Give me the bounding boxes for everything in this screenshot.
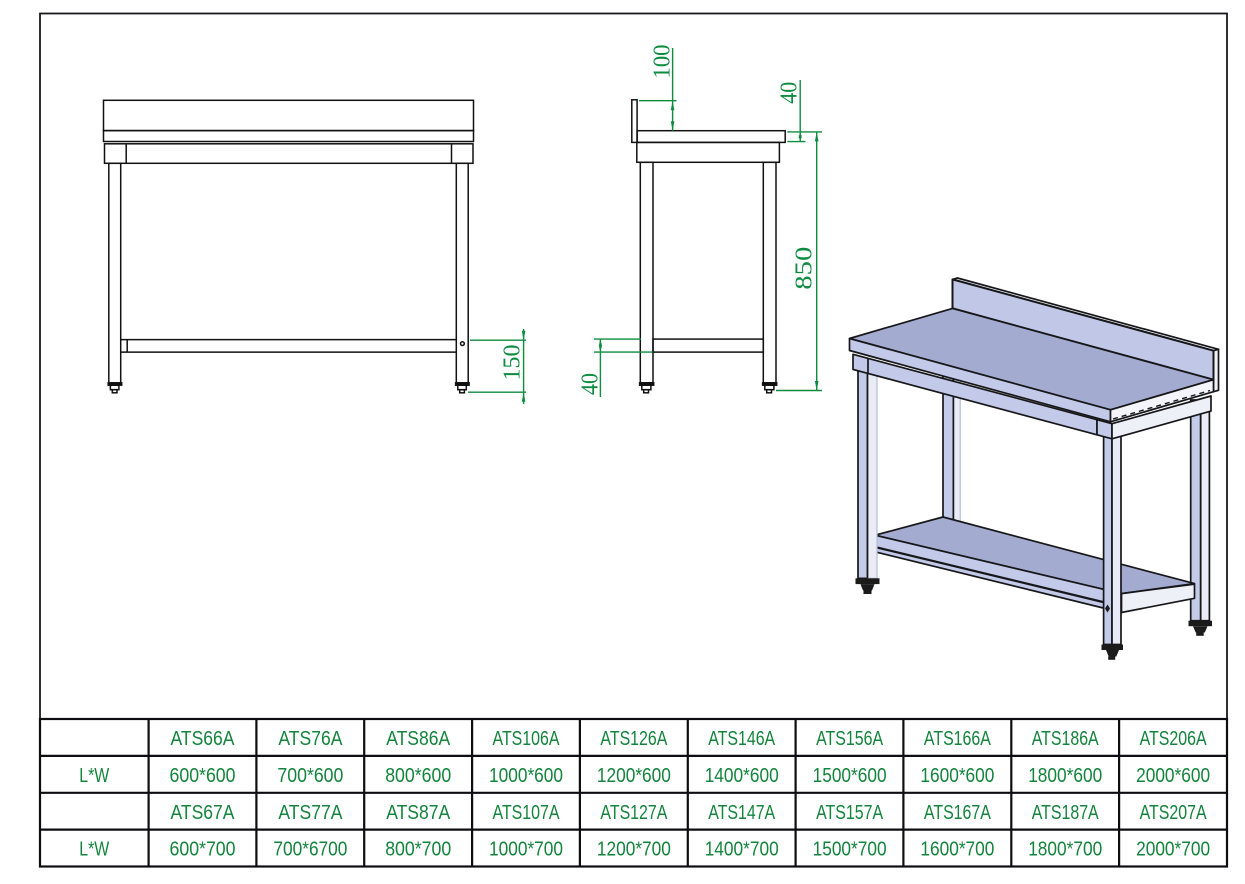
svg-text:ATS186A: ATS186A [1032,727,1099,750]
svg-text:700*600: 700*600 [277,764,343,787]
svg-text:ATS157A: ATS157A [816,801,883,824]
svg-text:150: 150 [500,345,526,381]
svg-text:1200*600: 1200*600 [597,764,671,787]
svg-text:ATS76A: ATS76A [278,727,342,750]
svg-text:800*700: 800*700 [385,838,451,861]
svg-text:ATS66A: ATS66A [171,727,235,750]
svg-text:ATS86A: ATS86A [386,727,450,750]
svg-text:1000*600: 1000*600 [489,764,563,787]
svg-text:ATS156A: ATS156A [816,727,883,750]
svg-text:1500*600: 1500*600 [813,764,887,787]
svg-text:L*W: L*W [79,838,109,861]
svg-text:ATS207A: ATS207A [1140,801,1207,824]
svg-text:100: 100 [649,45,675,79]
svg-text:ATS127A: ATS127A [600,801,667,824]
svg-text:700*6700: 700*6700 [273,838,347,861]
svg-text:ATS126A: ATS126A [600,727,667,750]
svg-text:ATS147A: ATS147A [708,801,775,824]
svg-text:2000*700: 2000*700 [1136,838,1210,861]
svg-text:ATS187A: ATS187A [1032,801,1099,824]
svg-text:1600*700: 1600*700 [920,838,994,861]
svg-text:ATS206A: ATS206A [1140,727,1207,750]
svg-text:40: 40 [578,373,604,395]
svg-text:1000*700: 1000*700 [489,838,563,861]
svg-text:ATS106A: ATS106A [493,727,560,750]
svg-text:1800*600: 1800*600 [1028,764,1102,787]
svg-text:ATS107A: ATS107A [493,801,560,824]
svg-text:1800*700: 1800*700 [1028,838,1102,861]
svg-text:1200*700: 1200*700 [597,838,671,861]
svg-text:2000*600: 2000*600 [1136,764,1210,787]
svg-text:1600*600: 1600*600 [920,764,994,787]
svg-text:ATS67A: ATS67A [171,801,235,824]
svg-text:ATS87A: ATS87A [386,801,450,824]
svg-text:40: 40 [777,82,803,104]
svg-text:1400*600: 1400*600 [705,764,779,787]
svg-text:ATS167A: ATS167A [924,801,991,824]
svg-text:L*W: L*W [79,764,109,787]
svg-text:600*700: 600*700 [170,838,236,861]
svg-text:600*600: 600*600 [170,764,236,787]
svg-text:800*600: 800*600 [385,764,451,787]
svg-text:850: 850 [792,247,818,290]
svg-text:ATS146A: ATS146A [708,727,775,750]
svg-text:1500*700: 1500*700 [813,838,887,861]
svg-text:ATS166A: ATS166A [924,727,991,750]
svg-text:ATS77A: ATS77A [278,801,342,824]
svg-text:1400*700: 1400*700 [705,838,779,861]
